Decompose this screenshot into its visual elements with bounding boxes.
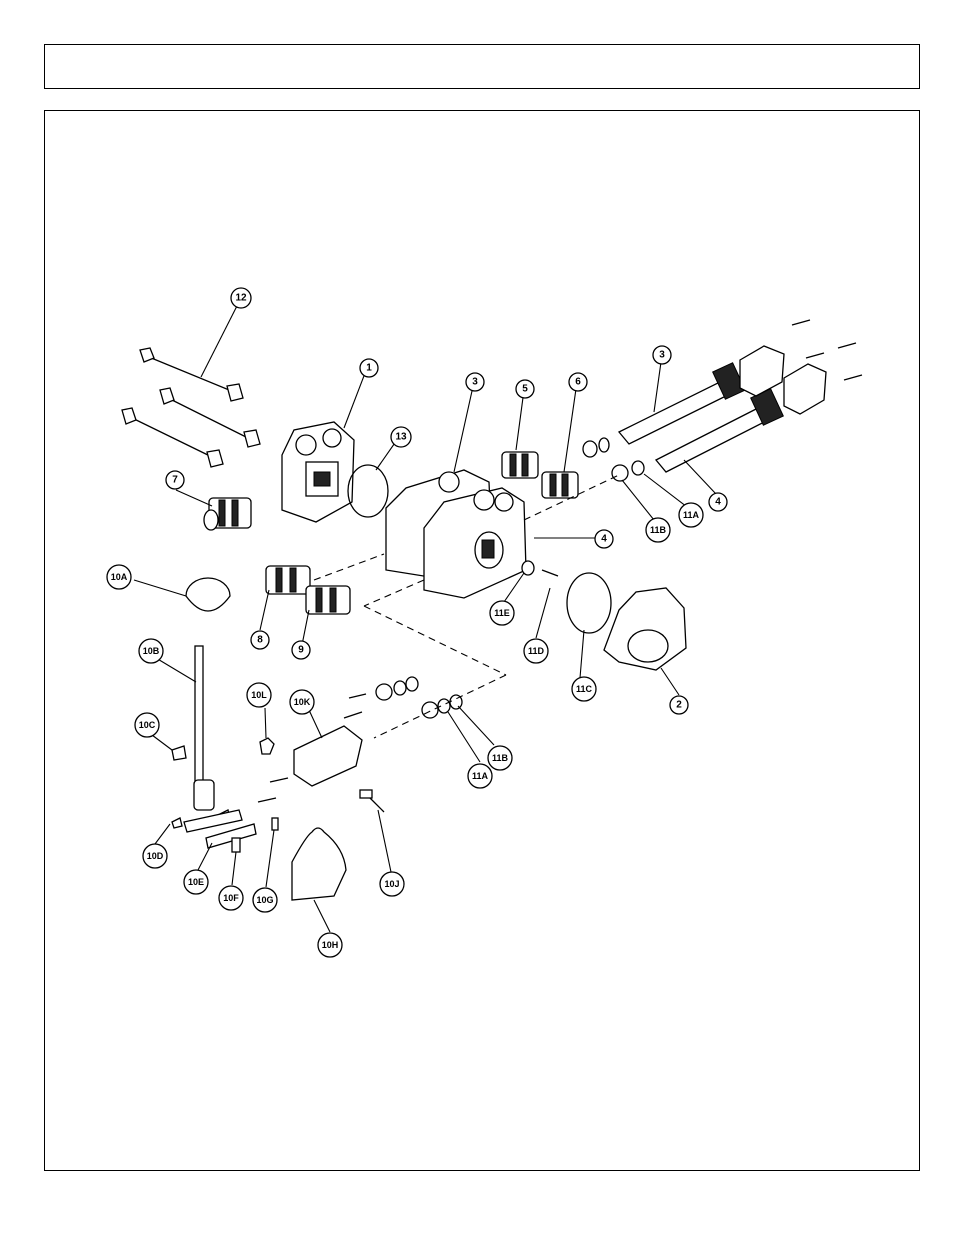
valve-9 <box>306 586 350 614</box>
callout-10c: 10C <box>135 713 159 737</box>
svg-text:10K: 10K <box>294 697 311 707</box>
svg-text:12: 12 <box>235 293 247 304</box>
svg-text:10F: 10F <box>223 893 239 903</box>
svg-text:10G: 10G <box>256 895 273 905</box>
svg-text:11A: 11A <box>683 510 700 520</box>
svg-text:1: 1 <box>366 363 372 374</box>
svg-text:11E: 11E <box>494 608 510 618</box>
callout-2: 2 <box>670 696 688 714</box>
callout-11a-upper: 11A <box>679 503 703 527</box>
callout-10b: 10B <box>139 639 163 663</box>
spool-4 <box>656 389 783 472</box>
handle-10b <box>194 646 214 810</box>
svg-text:10L: 10L <box>251 690 267 700</box>
clip-10c <box>172 746 186 760</box>
seal-11a-upper <box>632 461 644 475</box>
callout-10f: 10F <box>219 886 243 910</box>
svg-text:3: 3 <box>659 350 665 361</box>
callout-4-right: 4 <box>709 493 727 511</box>
callout-3-center: 3 <box>466 373 484 391</box>
callout-11e: 11E <box>490 601 514 625</box>
callout-10l: 10L <box>247 683 271 707</box>
svg-text:11B: 11B <box>492 753 509 763</box>
callout-9: 9 <box>292 641 310 659</box>
callout-10e: 10E <box>184 870 208 894</box>
callout-6: 6 <box>569 373 587 391</box>
svg-text:13: 13 <box>395 432 407 443</box>
callout-11d: 11D <box>524 639 548 663</box>
pin-10f <box>232 838 240 852</box>
spring-11d <box>542 570 558 576</box>
callout-10d: 10D <box>143 844 167 868</box>
callout-7: 7 <box>166 471 184 489</box>
links-10e <box>184 810 256 848</box>
svg-text:11C: 11C <box>576 684 593 694</box>
svg-text:5: 5 <box>522 384 528 395</box>
callout-11a-lower: 11A <box>468 764 492 788</box>
svg-text:11D: 11D <box>528 646 545 656</box>
svg-text:10A: 10A <box>111 572 128 582</box>
svg-text:9: 9 <box>298 645 304 656</box>
pin-10g <box>272 818 278 830</box>
svg-text:10J: 10J <box>384 879 399 889</box>
callout-3-right: 3 <box>653 346 671 364</box>
callout-12: 12 <box>231 288 251 308</box>
knob-10a <box>186 578 230 611</box>
callout-8: 8 <box>251 631 269 649</box>
seal <box>599 438 609 452</box>
washer-11b-upper <box>612 465 628 481</box>
relief-valve-7 <box>204 498 251 530</box>
svg-text:8: 8 <box>257 635 263 646</box>
header-box <box>44 44 920 89</box>
valve-8 <box>266 566 310 594</box>
callout-5: 5 <box>516 380 534 398</box>
svg-text:11A: 11A <box>472 771 489 781</box>
svg-text:6: 6 <box>575 377 581 388</box>
tie-rods-12 <box>122 348 260 467</box>
svg-text:2: 2 <box>676 700 682 711</box>
exploded-parts-diagram: 12 1 13 3 5 6 3 4 11A 11B 4 7 10A 8 9 11… <box>44 110 920 1171</box>
svg-text:10E: 10E <box>188 877 204 887</box>
svg-text:10B: 10B <box>143 646 160 656</box>
callout-10h: 10H <box>318 933 342 957</box>
callout-10k: 10K <box>290 690 314 714</box>
check-valve-5 <box>502 452 538 478</box>
check-valve-6 <box>542 472 578 498</box>
callout-11c: 11C <box>572 677 596 701</box>
svg-text:4: 4 <box>715 497 721 508</box>
callout-10a: 10A <box>107 565 131 589</box>
pin-10d <box>172 818 182 828</box>
o-ring-13 <box>348 465 388 517</box>
work-sections-3-4 <box>386 470 526 598</box>
outlet-cap-2 <box>604 588 686 670</box>
callout-11b-upper: 11B <box>646 518 670 542</box>
lever-bracket-10k <box>294 726 362 786</box>
svg-text:10C: 10C <box>139 720 156 730</box>
seal <box>583 441 597 457</box>
boot-10h <box>292 828 346 900</box>
inlet-section-1 <box>282 422 354 522</box>
svg-text:11B: 11B <box>650 525 667 535</box>
bolt-10j <box>360 790 384 812</box>
callout-11b-lower: 11B <box>488 746 512 770</box>
callout-1: 1 <box>360 359 378 377</box>
svg-text:4: 4 <box>601 534 607 545</box>
callout-4-center: 4 <box>595 530 613 548</box>
callout-10j: 10J <box>380 872 404 896</box>
callout-10g: 10G <box>253 888 277 912</box>
callout-13: 13 <box>391 427 411 447</box>
svg-text:3: 3 <box>472 377 478 388</box>
o-ring-11c <box>567 573 611 633</box>
svg-text:7: 7 <box>172 475 178 486</box>
svg-text:10H: 10H <box>322 940 339 950</box>
svg-text:10D: 10D <box>147 851 164 861</box>
